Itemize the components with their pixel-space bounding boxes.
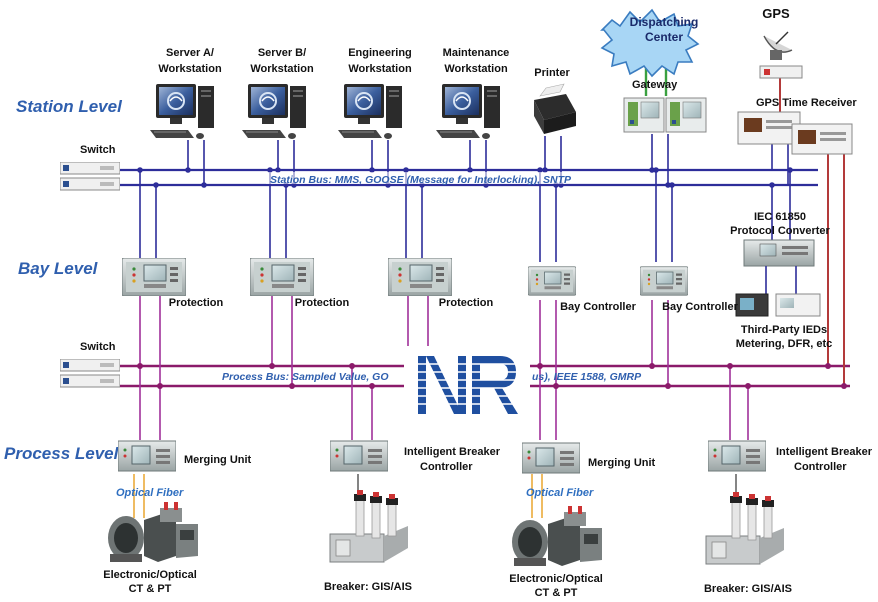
bay-controller-icon bbox=[528, 266, 576, 296]
process-junctions bbox=[137, 363, 847, 389]
process-level-label: Process Level bbox=[4, 444, 120, 463]
merging-unit-2: Merging Unit Optical Fiber Electronic/Op… bbox=[509, 442, 656, 599]
fiber-links bbox=[133, 474, 737, 518]
ibc-label-line2: Controller bbox=[794, 461, 847, 473]
bay-controller-label: Bay Controller bbox=[662, 301, 739, 313]
relay-icon bbox=[250, 258, 314, 296]
bay-controller-icon bbox=[640, 266, 688, 296]
merging-unit-label: Merging Unit bbox=[588, 457, 656, 469]
printer: Printer bbox=[534, 67, 576, 134]
ibc-label-line2: Controller bbox=[420, 461, 473, 473]
ibc-label-line1: Intelligent Breaker bbox=[776, 446, 873, 458]
gateway-label: Gateway bbox=[632, 79, 678, 91]
breaker-controller-2: Intelligent Breaker Controller Breaker: … bbox=[704, 440, 873, 595]
relay-icon bbox=[388, 258, 452, 296]
ctpt-label-line1: Electronic/Optical bbox=[509, 573, 603, 585]
dispatch-label-line2: Center bbox=[645, 30, 683, 44]
workstation-name: Server B/ bbox=[258, 47, 306, 59]
workstation-icon bbox=[436, 83, 501, 140]
gateway: Gateway bbox=[623, 79, 707, 133]
station-level-label: Station Level bbox=[16, 97, 123, 116]
dispatching-center: Dispatching Center bbox=[600, 8, 700, 78]
process-bus-label-right: us), IEEE 1588, GMRP bbox=[532, 371, 642, 383]
workstation-engineering: Engineering Workstation bbox=[338, 47, 412, 140]
switch-icon bbox=[60, 359, 120, 388]
ibc-label-line1: Intelligent Breaker bbox=[404, 446, 501, 458]
breaker-icon bbox=[329, 489, 409, 563]
bay-controller-label: Bay Controller bbox=[560, 301, 637, 313]
nr-logo bbox=[404, 346, 530, 420]
bus-label-backdrop bbox=[266, 172, 566, 184]
protocol-converter: IEC 61850 Protocol Converter Third-Party… bbox=[730, 211, 832, 350]
breaker-icon bbox=[705, 491, 785, 565]
switch-label: Switch bbox=[80, 144, 116, 156]
breaker-label: Breaker: GIS/AIS bbox=[324, 581, 412, 593]
converter-label-line2: Protocol Converter bbox=[730, 225, 830, 237]
workstation-subtitle: Workstation bbox=[250, 63, 314, 75]
protection-relay-2: Protection bbox=[250, 258, 349, 309]
optical-fiber-label: Optical Fiber bbox=[526, 487, 594, 499]
gps-label: GPS bbox=[762, 6, 790, 21]
switch-icon bbox=[60, 162, 120, 191]
workstation-maintenance: Maintenance Workstation bbox=[436, 47, 510, 140]
ct-pt-icon bbox=[108, 502, 198, 562]
gps-time-links bbox=[779, 78, 845, 386]
bay-controller-1: Bay Controller bbox=[528, 266, 637, 313]
third-party-label-line1: Third-Party IEDs bbox=[741, 324, 827, 336]
ctpt-label-line1: Electronic/Optical bbox=[103, 569, 197, 581]
merging-unit-1: Merging Unit Optical Fiber Electronic/Op… bbox=[103, 440, 252, 595]
third-party-label-line2: Metering, DFR, etc bbox=[736, 338, 833, 350]
process-bus-label-left: Process Bus: Sampled Value, GO bbox=[222, 371, 389, 383]
merging-unit-icon bbox=[118, 440, 176, 472]
bay-controller-2: Bay Controller bbox=[640, 266, 739, 313]
optical-fiber-label: Optical Fiber bbox=[116, 487, 184, 499]
switch-process: Switch bbox=[60, 341, 120, 388]
satellite-dish-icon bbox=[763, 31, 793, 60]
workstation-subtitle: Workstation bbox=[158, 63, 222, 75]
workstation-server-b: Server B/ Workstation bbox=[242, 47, 314, 140]
workstation-subtitle: Workstation bbox=[348, 63, 412, 75]
printer-icon bbox=[534, 83, 576, 134]
bay-level-label: Bay Level bbox=[18, 259, 99, 278]
breaker-label: Breaker: GIS/AIS bbox=[704, 583, 792, 595]
workstation-name: Maintenance bbox=[443, 47, 510, 59]
third-party-ied-icon bbox=[735, 293, 821, 317]
converter-label-line1: IEC 61850 bbox=[754, 211, 806, 223]
breaker-controller-1: Intelligent Breaker Controller Breaker: … bbox=[324, 440, 501, 593]
gps-antenna-box-icon bbox=[759, 65, 803, 79]
switch-label: Switch bbox=[80, 341, 116, 353]
converter-device-icon bbox=[743, 239, 815, 267]
protection-relay-1: Protection bbox=[122, 258, 223, 309]
workstation-name: Server A/ bbox=[166, 47, 214, 59]
merging-unit-label: Merging Unit bbox=[184, 454, 252, 466]
gateway-icon bbox=[623, 97, 707, 133]
workstation-subtitle: Workstation bbox=[444, 63, 508, 75]
switch-station: Switch bbox=[60, 144, 120, 191]
protection-label: Protection bbox=[295, 297, 350, 309]
workstation-icon bbox=[338, 83, 403, 140]
relay-icon bbox=[122, 258, 186, 296]
ct-pt-icon bbox=[512, 506, 602, 566]
breaker-controller-icon bbox=[330, 440, 388, 472]
ctpt-label-line2: CT & PT bbox=[129, 583, 172, 595]
breaker-controller-icon bbox=[708, 440, 766, 472]
gps-receiver-label: GPS Time Receiver bbox=[756, 97, 857, 109]
cloud-icon bbox=[600, 8, 700, 78]
dispatch-label-line1: Dispatching bbox=[630, 15, 699, 29]
station-bus-label: Station Bus: MMS, GOOSE (Message for Int… bbox=[270, 174, 572, 186]
merging-unit-icon bbox=[522, 442, 580, 474]
workstation-icon bbox=[242, 83, 307, 140]
protection-relay-3: Protection bbox=[388, 258, 493, 309]
printer-label: Printer bbox=[534, 67, 570, 79]
workstation-icon bbox=[150, 83, 215, 140]
ctpt-label-line2: CT & PT bbox=[535, 587, 578, 599]
workstation-name: Engineering bbox=[348, 47, 412, 59]
workstation-server-a: Server A/ Workstation bbox=[150, 47, 222, 140]
bay-station-links bbox=[139, 170, 791, 262]
protection-label: Protection bbox=[169, 297, 224, 309]
protection-label: Protection bbox=[439, 297, 494, 309]
gps: GPS GPS Time Receiver bbox=[737, 6, 857, 155]
gps-receiver-icon bbox=[737, 111, 853, 155]
